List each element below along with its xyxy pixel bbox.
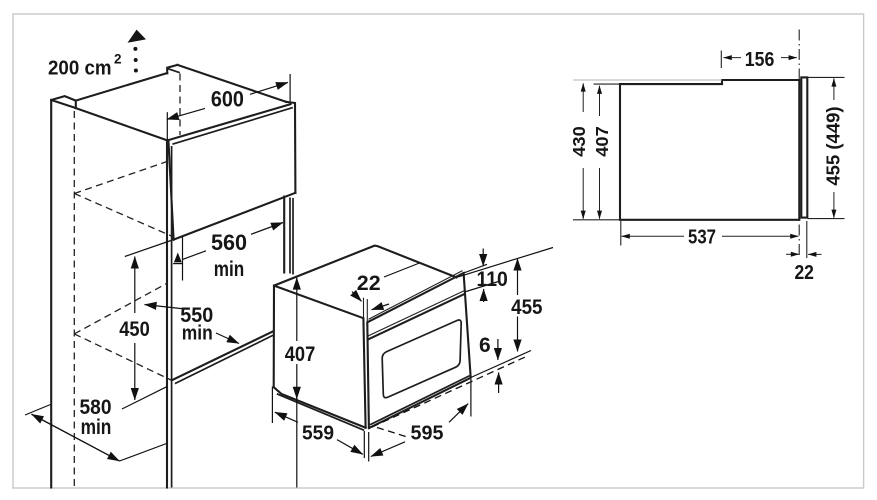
svg-text:595: 595 <box>411 421 444 444</box>
svg-text:6: 6 <box>479 334 491 357</box>
svg-text:min: min <box>81 415 112 439</box>
svg-text:455: 455 <box>511 295 542 319</box>
svg-text:200 cm: 200 cm <box>48 57 112 80</box>
svg-text:22: 22 <box>357 271 381 295</box>
svg-text:min: min <box>182 322 213 345</box>
svg-text:455 (449): 455 (449) <box>822 106 843 185</box>
svg-text:600: 600 <box>211 86 244 111</box>
svg-text:559: 559 <box>302 421 334 444</box>
svg-text:407: 407 <box>285 342 316 366</box>
svg-text:min: min <box>214 257 245 281</box>
svg-text:560: 560 <box>211 230 247 255</box>
svg-text:550: 550 <box>180 304 213 327</box>
svg-text:580: 580 <box>80 396 112 419</box>
svg-text:22: 22 <box>794 261 814 284</box>
svg-text:430: 430 <box>569 126 589 157</box>
svg-text:2: 2 <box>114 52 122 67</box>
svg-text:537: 537 <box>688 225 716 248</box>
svg-text:110: 110 <box>477 267 508 291</box>
svg-text:156: 156 <box>745 48 775 71</box>
svg-text:450: 450 <box>119 317 150 341</box>
svg-text:407: 407 <box>592 126 612 157</box>
